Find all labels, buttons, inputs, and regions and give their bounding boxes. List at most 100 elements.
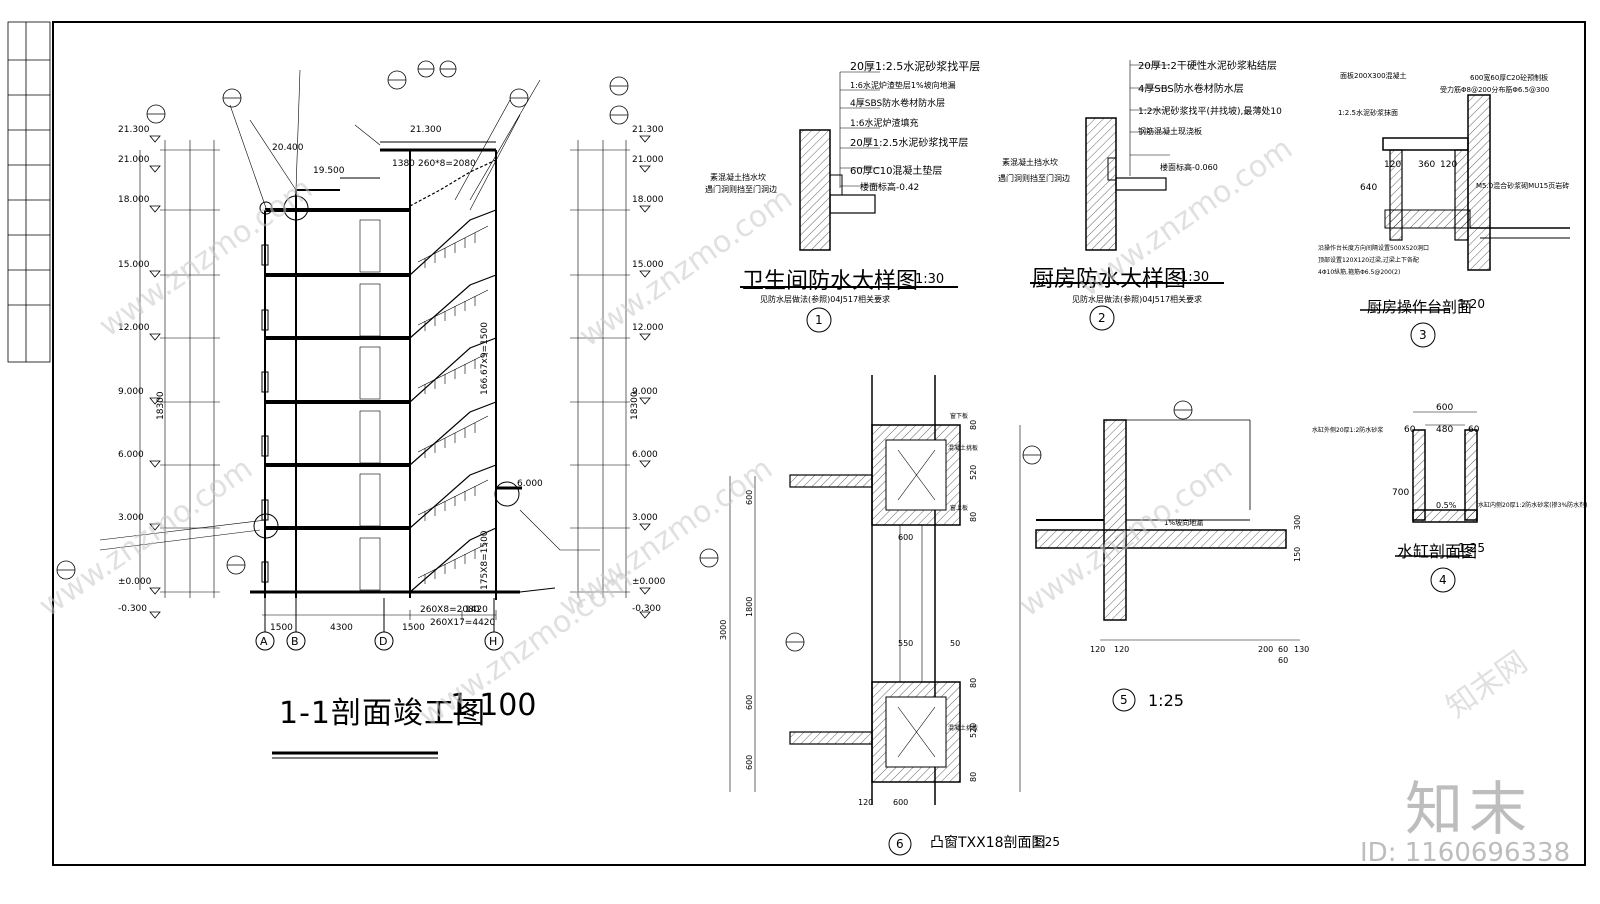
d1-note-2: 4厚SBS防水卷材防水层: [850, 97, 945, 109]
elev-left-1: 21.000: [118, 155, 150, 165]
bottom-dim-0: 1500: [270, 623, 293, 633]
d4-dim-1: 480: [1436, 425, 1453, 435]
detail-num-1: 1: [815, 313, 823, 327]
d5-dim-4: 130: [1294, 645, 1309, 654]
d2-note-6: 楼面标高-0.060: [1160, 162, 1218, 172]
detail-3-kitchen-counter: [1360, 94, 1570, 348]
detail-1-title: 卫生间防水大样图: [742, 269, 919, 294]
d6-dim-0: 600: [745, 490, 754, 505]
section-labels: A B D H 21.300 21.000 18.000 15.000 12.0…: [118, 59, 1588, 851]
image-id-label: ID: 1160696338: [1360, 838, 1571, 868]
d6-dim-4: 80: [969, 420, 978, 430]
elev-left-9: -0.300: [118, 604, 147, 614]
detail-3-title: 厨房操作台剖面: [1367, 298, 1473, 316]
bottom-dim-1: 4300: [330, 623, 353, 633]
elev-right-7: 3.000: [632, 513, 658, 523]
d1-note-1: 1:6水泥炉渣垫层1%坡向地漏: [850, 80, 956, 90]
detail-2-scale: 1:30: [1180, 270, 1210, 285]
stair-dim-2: 1380: [392, 159, 415, 169]
axis-label-d: D: [379, 635, 387, 648]
elev-left-8: ±0.000: [118, 577, 152, 587]
d5-dim-6: 300: [1293, 515, 1302, 530]
axis-label-a: A: [260, 635, 268, 648]
d5-dim-2: 200: [1258, 645, 1273, 654]
elev-left-6: 6.000: [118, 450, 144, 460]
roof-level-parapet: 19.500: [313, 166, 345, 176]
elev-right-6: 6.000: [632, 450, 658, 460]
d2-note-5: 遇门洞则挡至门洞边: [998, 173, 1070, 183]
detail-4-title: 水缸剖面图: [1397, 542, 1478, 561]
d1-note-4: 20厚1:2.5水泥砂浆找平层: [850, 136, 968, 149]
elev-right-5: 9.000: [632, 387, 658, 397]
d4-note-2: 0.5%: [1436, 501, 1457, 510]
d4-dim-3: 60: [1468, 425, 1480, 435]
d6-dim-8: 550: [898, 639, 913, 648]
detail-num-2: 2: [1098, 311, 1106, 325]
d1-note-5: 60厚C10混凝土垫层: [850, 164, 942, 177]
bottom-dim-3: 1420: [465, 605, 488, 615]
d3-dim-0: 120: [1384, 160, 1401, 170]
d5-dim-3: 60: [1278, 645, 1288, 654]
axis-label-b: B: [291, 635, 299, 648]
d6-dim-1: 1800: [745, 597, 754, 617]
stair-dim-3: 260*8=2080: [418, 159, 476, 169]
stair-dim-5: 175X8=1500: [480, 530, 490, 590]
d6-dim-13: 120: [858, 798, 873, 807]
elev-right-1: 21.000: [632, 155, 664, 165]
d3-note-5: 沿操作台长度方向间隔设置500X520洞口: [1318, 244, 1429, 252]
d5-dim-7: 150: [1293, 547, 1302, 562]
d1-note-6: 素混凝土挡水坎: [710, 172, 766, 182]
detail-6-scale: 1:25: [1033, 835, 1060, 849]
d6-note-0: 窗下板: [950, 412, 968, 420]
d6-dim-15: 3000: [719, 620, 728, 640]
detail-5-roof-edge: [1022, 400, 1300, 712]
d6-note-3: 混凝土挑板: [948, 724, 978, 732]
elev-left-7: 3.000: [118, 513, 144, 523]
axis-label-h: H: [489, 635, 497, 648]
detail-4-water-tank: [1395, 411, 1478, 593]
d5-slope: 1%坡向地漏: [1164, 518, 1203, 527]
d3-dim-1: 360: [1418, 160, 1435, 170]
d5-dim-5: 60: [1278, 656, 1288, 665]
d1-note-8: 楼面标高-0.42: [860, 181, 919, 193]
d6-note-1: 窗上板: [950, 504, 968, 512]
main-section-scale: 1:100: [450, 688, 537, 723]
elev-right-0: 21.300: [632, 125, 664, 135]
d4-dim-2: 60: [1404, 425, 1416, 435]
d5-dim-1: 120: [1114, 645, 1129, 654]
d1-note-7: 遇门洞则挡至门洞边: [705, 184, 777, 194]
brand-logo-text: 知末: [1405, 775, 1534, 843]
d6-dim-5: 520: [969, 465, 978, 480]
elev-left-2: 18.000: [118, 195, 150, 205]
d2-note-2: 1:2水泥砂浆找平(并找坡),最薄处10: [1138, 105, 1282, 117]
bottom-dim-2: 1500: [402, 623, 425, 633]
d2-note-4: 素混凝土挡水坎: [1002, 157, 1058, 167]
d3-note-4: M5.0混合砂浆砌MU15页岩砖: [1476, 181, 1569, 190]
canopy-level: 6.000: [517, 479, 543, 489]
detail-4-scale: 1:25: [1458, 541, 1485, 555]
detail-5-scale: 1:25: [1148, 691, 1184, 710]
d1-note-0: 20厚1:2.5水泥砂浆找平层: [850, 59, 980, 73]
detail-6-title: 凸窗TXX18剖面图: [930, 835, 1046, 851]
d4-note-0: 水缸外侧20厚1:2防水砂浆: [1312, 426, 1383, 434]
d2-note-1: 4厚SBS防水卷材防水层: [1138, 82, 1244, 95]
detail-2-title: 厨房防水大样图: [1032, 267, 1187, 292]
d3-dim-2: 120: [1440, 160, 1457, 170]
elev-right-8: ±0.000: [632, 577, 666, 587]
detail-num-3: 3: [1419, 328, 1427, 342]
d5-dim-0: 120: [1090, 645, 1105, 654]
d4-dim-4: 700: [1392, 488, 1409, 498]
detail-1-bathroom-waterproof: [740, 71, 958, 333]
d6-dim-9: 50: [950, 639, 960, 648]
roof-level-ridge: 20.400: [272, 143, 304, 153]
d6-dim-2: 600: [745, 695, 754, 710]
stair-dim-4: 166.67x9=1500: [480, 322, 490, 395]
d6-dim-14: 600: [893, 798, 908, 807]
d3-note-0: 面板200X300混凝土: [1340, 71, 1407, 80]
d3-note-7: 4Φ10纵筋,箍筋Φ6.5@200(2): [1318, 268, 1400, 276]
title-block-strip: [7, 21, 51, 363]
elev-right-3: 15.000: [632, 260, 664, 270]
detail-1-scale: 1:30: [915, 272, 945, 287]
d6-dim-3: 600: [745, 755, 754, 770]
